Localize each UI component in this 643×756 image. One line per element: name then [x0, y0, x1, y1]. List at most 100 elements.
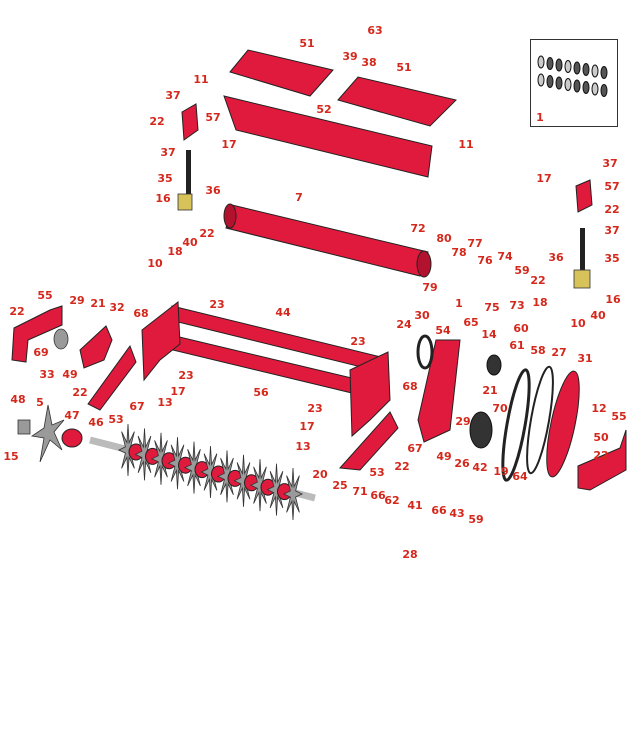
- spiked-reel: [89, 423, 316, 521]
- callout-46: 46: [88, 416, 104, 429]
- callout-33: 33: [39, 368, 54, 381]
- callout-35: 35: [157, 172, 172, 185]
- callout-29: 29: [69, 294, 84, 307]
- roller-end-left: [223, 203, 237, 229]
- adjuster-body-right: [573, 269, 591, 289]
- callout-22: 22: [9, 305, 24, 318]
- kit-part: [591, 82, 599, 96]
- callout-65: 65: [463, 316, 478, 329]
- callout-11: 11: [193, 73, 208, 86]
- belt-cover-54: [417, 339, 461, 443]
- callout-13: 13: [295, 440, 310, 453]
- callout-68: 68: [402, 380, 417, 393]
- callout-17: 17: [221, 138, 236, 151]
- frame-side-right: [349, 351, 391, 438]
- end-bracket-left: [11, 305, 63, 363]
- callout-25: 25: [332, 479, 347, 492]
- callout-77: 77: [467, 237, 482, 250]
- callout-67: 67: [407, 442, 422, 455]
- bearing-33: [53, 328, 69, 350]
- collar-48: [17, 419, 31, 435]
- kit-part: [591, 64, 599, 78]
- callout-7: 7: [295, 191, 303, 204]
- callout-30: 30: [414, 309, 430, 322]
- kit-part: [546, 75, 554, 88]
- kit-part: [573, 79, 581, 93]
- callout-53: 53: [369, 466, 384, 479]
- callout-37: 37: [602, 157, 617, 170]
- kit-part: [600, 84, 608, 97]
- reel-tine: [282, 467, 304, 521]
- callout-17: 17: [536, 172, 551, 185]
- callout-16: 16: [155, 192, 171, 205]
- belt-27: [526, 365, 554, 475]
- callout-1: 1: [455, 297, 463, 310]
- callout-24: 24: [396, 318, 412, 331]
- callout-22: 22: [149, 115, 164, 128]
- callout-40: 40: [182, 236, 198, 249]
- reel-tine: [183, 441, 205, 494]
- callout-64: 64: [512, 470, 528, 483]
- callout-22: 22: [72, 386, 87, 399]
- cover-bar: [223, 95, 433, 178]
- reel-tine: [216, 450, 238, 503]
- top-plate-left: [229, 49, 334, 97]
- callout-63: 63: [367, 24, 382, 37]
- callout-72: 72: [410, 222, 425, 235]
- reel-tine: [167, 437, 188, 490]
- roller-end: [416, 250, 432, 278]
- callout-12: 12: [591, 402, 606, 415]
- callout-53: 53: [108, 413, 123, 426]
- callout-29: 29: [455, 415, 470, 428]
- callout-16: 16: [605, 293, 621, 306]
- pulley-61: [486, 354, 502, 376]
- belt-64: [501, 368, 531, 482]
- cover-31: [546, 370, 580, 478]
- kit-part: [582, 81, 590, 94]
- callout-14: 14: [481, 328, 497, 341]
- reel-tine: [266, 463, 287, 516]
- callout-62: 62: [384, 494, 399, 507]
- bearing-kit-drawing: 1: [536, 55, 608, 124]
- kit-part: [555, 76, 563, 90]
- callout-76: 76: [477, 254, 493, 267]
- callout-22: 22: [604, 203, 619, 216]
- callout-49: 49: [62, 368, 77, 381]
- gasket-30: [416, 334, 434, 370]
- callout-31: 31: [577, 352, 592, 365]
- bracket-57-right: [575, 179, 593, 213]
- callout-67: 67: [129, 400, 144, 413]
- callout-36: 36: [205, 184, 221, 197]
- callout-55: 55: [37, 289, 52, 302]
- callout-51: 51: [299, 37, 314, 50]
- callout-23: 23: [307, 402, 322, 415]
- adjuster-screw-right: [580, 228, 585, 276]
- callout-23: 23: [350, 335, 365, 348]
- arm-53-left: [87, 344, 137, 411]
- callout-74: 74: [497, 250, 513, 263]
- callout-35: 35: [604, 252, 619, 265]
- callout-66: 66: [431, 504, 447, 517]
- kit-part: [573, 61, 581, 75]
- callout-18: 18: [532, 296, 547, 309]
- bearing-housing-32: [79, 325, 113, 369]
- pulley-26: [469, 411, 493, 449]
- callout-23: 23: [209, 298, 224, 311]
- kit-part: [600, 66, 608, 79]
- star-tine-5: [30, 404, 65, 463]
- callout-37: 37: [165, 89, 180, 102]
- top-plate-right: [337, 76, 457, 127]
- callout-21: 21: [90, 297, 105, 310]
- callout-18: 18: [167, 245, 182, 258]
- callout-68: 68: [133, 307, 148, 320]
- callout-58: 58: [530, 344, 545, 357]
- callout-79: 79: [422, 281, 437, 294]
- callout-51: 51: [396, 61, 411, 74]
- frame-side-left: [141, 301, 181, 382]
- callout-43: 43: [449, 507, 464, 520]
- kit-part: [564, 60, 572, 73]
- callout-11: 11: [458, 138, 473, 151]
- kit-part: [537, 55, 545, 69]
